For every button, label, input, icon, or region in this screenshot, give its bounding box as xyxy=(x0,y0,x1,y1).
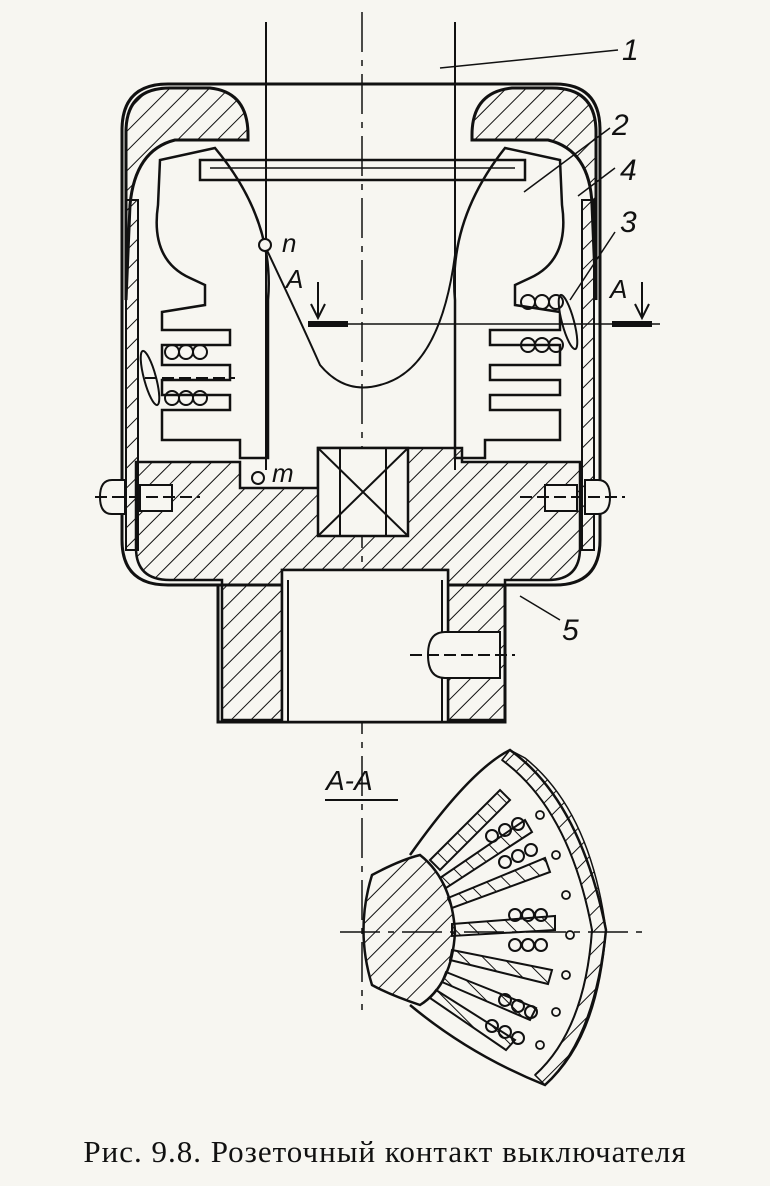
section-title: A-A xyxy=(324,765,373,796)
callout-1: 1 xyxy=(622,34,639,67)
section-line-a xyxy=(308,282,660,327)
spring-right xyxy=(520,293,579,353)
socket-bore xyxy=(280,568,450,724)
section-pins xyxy=(535,810,575,1050)
sector-housing xyxy=(500,749,607,1087)
section-mark-left: A xyxy=(284,264,303,294)
diagram-drawing: 1 2 4 3 5 n m A A A-A xyxy=(95,12,660,1087)
screw-right xyxy=(520,479,625,515)
point-m-label: m xyxy=(272,458,294,488)
housing-4 xyxy=(168,82,602,724)
callout-labels: 1 2 4 3 5 n m A A A-A xyxy=(272,34,639,796)
top-ring xyxy=(198,158,527,182)
section-lamellae xyxy=(428,788,556,1052)
contact-lamella-left xyxy=(155,146,270,460)
screw-left xyxy=(95,479,200,515)
point-m xyxy=(251,471,265,485)
section-mark-right: A xyxy=(608,274,627,304)
callout-2: 2 xyxy=(611,109,629,142)
main-section-view xyxy=(95,12,660,1010)
top-right-corner xyxy=(470,86,598,301)
top-left-corner xyxy=(124,86,250,301)
contact-lamella-right xyxy=(453,146,565,460)
figure-caption: Рис. 9.8. Розеточный контакт выключателя xyxy=(83,1134,687,1169)
point-n xyxy=(258,238,272,252)
point-n-label: n xyxy=(282,228,296,258)
section-view-a-a xyxy=(340,748,650,1087)
leader-lines xyxy=(439,49,619,621)
right-wall xyxy=(581,199,595,551)
section-springs xyxy=(485,817,548,1045)
spring-left xyxy=(139,344,235,407)
callout-4: 4 xyxy=(620,154,637,187)
screw-base xyxy=(410,631,515,679)
callout-5: 5 xyxy=(562,614,579,647)
callout-3: 3 xyxy=(620,206,637,239)
flexible-wire xyxy=(264,245,456,389)
